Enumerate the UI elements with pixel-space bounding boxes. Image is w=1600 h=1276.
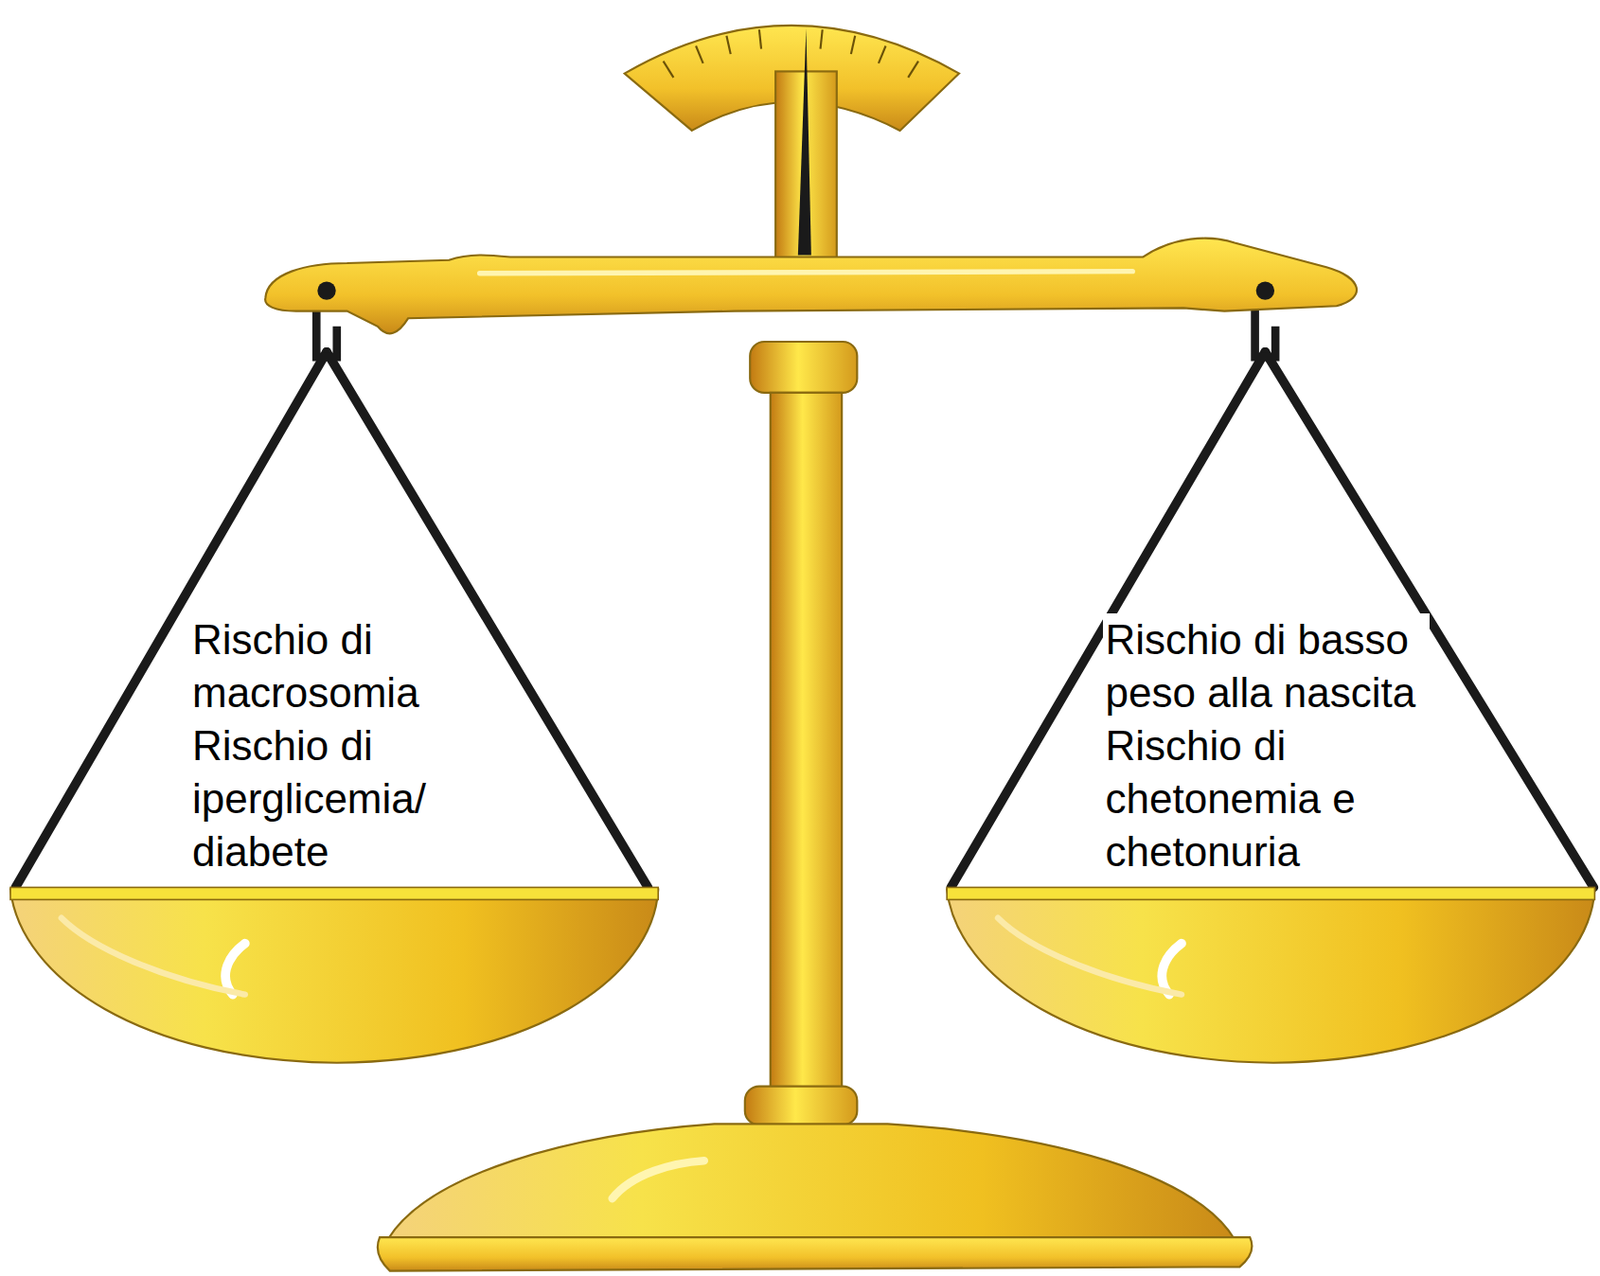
pan-rim (10, 887, 658, 900)
base-dome (388, 1123, 1235, 1240)
base-highlight (612, 1160, 705, 1199)
risk-label: Rischio di basso peso alla nascita (1102, 613, 1430, 720)
risk-label: Rischio di chetonemia e chetonuria (1102, 719, 1430, 879)
beam-highlight (480, 271, 1134, 274)
dial-ticks (663, 29, 919, 78)
pan-highlight (1161, 943, 1182, 996)
collar (745, 1086, 858, 1126)
pan-highlight (997, 918, 1182, 996)
pointer (798, 28, 812, 255)
pan-rim (946, 887, 1595, 900)
pan-highlight (225, 943, 246, 996)
base-plate (377, 1237, 1253, 1272)
pan-content: Rischio di macrosomiaRischio di iperglic… (189, 613, 464, 879)
pan (946, 889, 1595, 1064)
risk-label: Rischio di macrosomia (189, 613, 464, 720)
pan-highlight (61, 918, 246, 996)
beam (265, 238, 1357, 335)
pivot (1256, 281, 1275, 300)
pivot (317, 281, 336, 300)
pan-content: Rischio di basso peso alla nascitaRischi… (1102, 613, 1430, 879)
pillar (770, 392, 842, 1092)
collar (749, 341, 857, 393)
risk-label: Rischio di iperglicemia/ diabete (189, 719, 464, 879)
pan (10, 889, 658, 1064)
